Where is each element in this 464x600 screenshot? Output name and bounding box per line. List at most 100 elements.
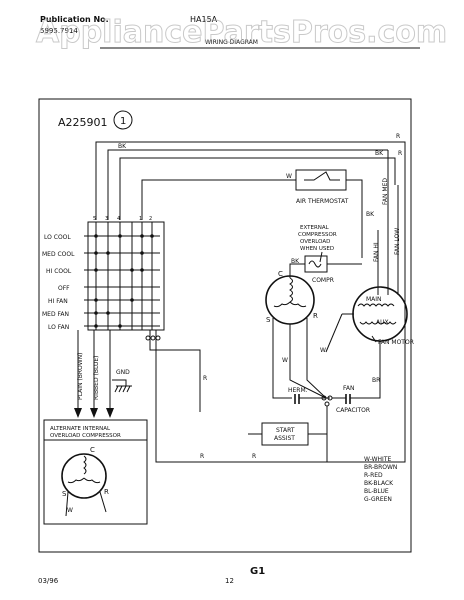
watermark-text: AppliancePartsPros.com bbox=[36, 15, 447, 50]
footer-page: 12 bbox=[225, 577, 234, 585]
wire-switch-thermostat bbox=[141, 179, 296, 220]
switch-position-labels: LO COOL MED COOL HI COOL OFF HI FAN MED … bbox=[42, 234, 75, 331]
overload-note-leader bbox=[319, 251, 323, 263]
wire-r-bottom bbox=[155, 330, 328, 463]
wire-start-assist bbox=[308, 406, 328, 435]
fan-cap-label: FAN bbox=[343, 385, 355, 392]
alternate-overload-zigzag bbox=[83, 455, 87, 475]
footer-section: G1 bbox=[250, 566, 265, 577]
legend-item-blue: BL-BLUE bbox=[364, 488, 389, 495]
wire-thermostat-compr bbox=[346, 179, 363, 258]
start-assist-line-1: START bbox=[276, 427, 295, 434]
overload-note-2: COMPRESSOR bbox=[298, 232, 337, 238]
switch-terminal-labels: 5 3 4 1 2 bbox=[93, 216, 152, 222]
legend-item-green: G-GREEN bbox=[364, 496, 392, 503]
diagram-title: WIRING DIAGRAM bbox=[205, 39, 258, 46]
wire-label-r-top: R bbox=[396, 133, 400, 140]
overload-element bbox=[308, 260, 322, 268]
publication-number: 5995.7914 bbox=[40, 27, 78, 35]
legend-item-brown: BR-BROWN bbox=[364, 464, 397, 471]
alternate-wire-s bbox=[65, 491, 69, 517]
compressor-c-terminal: C bbox=[278, 270, 283, 278]
switch-terminal-1: 1 bbox=[139, 216, 142, 222]
wire-compr-s bbox=[272, 318, 292, 399]
wire-r-top bbox=[95, 141, 406, 420]
fan-main-label: MAIN bbox=[366, 296, 382, 303]
compressor-winding-main bbox=[289, 277, 293, 303]
plug-prong-plain bbox=[74, 408, 82, 418]
color-legend: W-WHITE BR-BROWN R-RED BK-BLACK BL-BLUE … bbox=[364, 456, 397, 503]
alternate-title-1: ALTERNATE INTERNAL bbox=[50, 426, 111, 432]
wire-label-r-bottom2: R bbox=[200, 453, 204, 460]
alternate-c-terminal: C bbox=[90, 446, 95, 454]
wire-compr-r bbox=[306, 318, 327, 399]
compressor-winding-run bbox=[273, 301, 291, 308]
alternate-compressor-box bbox=[43, 419, 148, 525]
selector-switch-box bbox=[87, 221, 165, 331]
wire-label-r-right: R bbox=[398, 150, 402, 157]
switch-pos-hi-cool: HI COOL bbox=[46, 268, 72, 275]
air-thermostat-contact bbox=[304, 171, 340, 181]
wire-label-w-left: W bbox=[282, 357, 288, 364]
switch-vertical-buses bbox=[95, 222, 153, 330]
wire-label-fan-hi: FAN HI bbox=[373, 242, 380, 262]
wire-cap-fan bbox=[325, 313, 343, 353]
cap-terminal-1 bbox=[321, 395, 327, 401]
ground-symbol bbox=[112, 379, 127, 386]
wire-r-bottom-right bbox=[327, 420, 406, 463]
wire-cap-br bbox=[350, 356, 381, 399]
switch-bottom-terminals bbox=[145, 335, 161, 341]
fan-aux-winding bbox=[359, 321, 397, 325]
fan-motor-label: FAN MOTOR bbox=[378, 339, 414, 346]
switch-contact-dots bbox=[94, 234, 154, 328]
wire-r-compr-switch bbox=[149, 330, 201, 412]
air-thermostat-label: AIR THERMOSTAT bbox=[296, 198, 349, 205]
fan-motor-leader bbox=[371, 335, 377, 343]
alternate-winding-start bbox=[67, 477, 85, 484]
capacitor-label: CAPACITOR bbox=[336, 407, 370, 414]
overload-note-4: WHEN USED bbox=[300, 246, 334, 252]
wire-label-fan-med: FAN MED bbox=[382, 178, 389, 205]
switch-pos-med-fan: MED FAN bbox=[42, 311, 69, 318]
wire-label-bk-b: BK bbox=[375, 150, 384, 157]
switch-pos-med-cool: MED COOL bbox=[42, 251, 75, 258]
switch-pos-off: OFF bbox=[58, 285, 70, 292]
herm-label: HERM. bbox=[288, 387, 308, 394]
alternate-title-2: OVERLOAD COMPRESSOR bbox=[50, 433, 121, 439]
alternate-compressor-motor bbox=[61, 453, 107, 499]
switch-terminal-2: 2 bbox=[149, 216, 152, 222]
publication-label: Publication No. bbox=[40, 15, 109, 24]
compressor-r-terminal: R bbox=[313, 312, 318, 320]
legend-item-white: W-WHITE bbox=[364, 456, 391, 463]
legend-item-red: R-RED bbox=[364, 472, 383, 479]
ground-hatching bbox=[114, 385, 132, 393]
wire-compr-c bbox=[289, 324, 327, 399]
plug-prong-ground bbox=[106, 408, 114, 418]
gnd-label: GND bbox=[116, 369, 130, 376]
diagram-number-circle bbox=[113, 110, 133, 130]
model-number: HA15A bbox=[190, 15, 218, 24]
alternate-w-label: W bbox=[67, 507, 73, 514]
switch-terminal-3: 3 bbox=[105, 216, 108, 222]
switch-pos-lo-fan: LO FAN bbox=[48, 324, 69, 331]
wire-ovl-compr bbox=[289, 263, 305, 278]
fan-aux-label: AUX bbox=[376, 319, 389, 326]
compressor-s-terminal: S bbox=[266, 316, 271, 324]
wire-label-fan-low: FAN LOW bbox=[394, 228, 401, 255]
alternate-winding-run bbox=[83, 477, 101, 484]
wire-label-bk-a: BK bbox=[118, 143, 127, 150]
switch-pos-hi-fan: HI FAN bbox=[48, 298, 68, 305]
alternate-s-terminal: S bbox=[62, 490, 67, 498]
compressor-motor bbox=[265, 275, 315, 325]
diagram-number: 1 bbox=[120, 116, 126, 127]
compressor-winding-start bbox=[289, 301, 307, 308]
wire-label-r-compr: R bbox=[203, 375, 207, 382]
compr-label: COMPR bbox=[312, 277, 334, 284]
wire-label-bk-compr: BK bbox=[366, 211, 375, 218]
plug-label-plain: PLAIN (BROWN) bbox=[77, 353, 84, 400]
overload-note-3: OVERLOAD bbox=[300, 239, 330, 245]
switch-terminal-4: 4 bbox=[117, 216, 120, 222]
wire-bk-a bbox=[107, 149, 388, 220]
wire-label-w-cap: W bbox=[320, 347, 326, 354]
